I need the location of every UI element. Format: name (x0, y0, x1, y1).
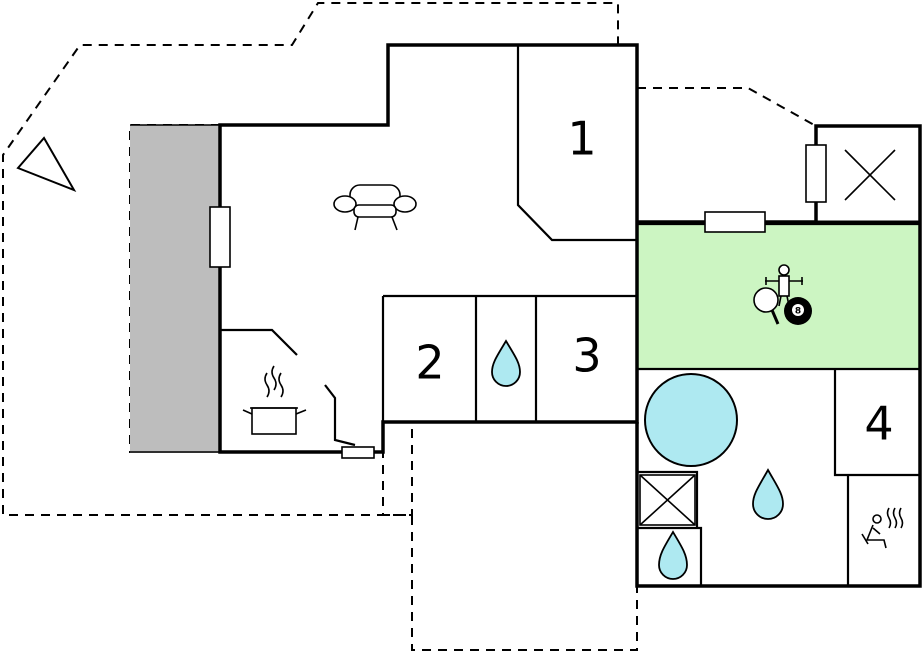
game-room-wall (637, 222, 920, 371)
covered-terrace (130, 125, 220, 453)
table-tennis-icon (753, 287, 780, 325)
table-football-icon (765, 264, 803, 307)
technical-room-wall (637, 470, 703, 586)
round-pool-icon (644, 373, 738, 467)
billiard-eight-ball-icon: 8 (784, 297, 812, 325)
crossed-box-icon-technical (639, 474, 696, 526)
sofa-icon (333, 184, 417, 231)
main-floor (220, 45, 920, 586)
kitchen-wall (220, 328, 356, 447)
window-kitchen (341, 446, 375, 459)
cooking-pot-icon (242, 365, 307, 435)
crossed-box-icon-north-east (844, 149, 896, 201)
room-label-4: 4 (864, 397, 893, 451)
sauna-icon (861, 507, 904, 549)
bedroom-1-wall (516, 45, 637, 242)
north-arrow-icon (16, 136, 77, 192)
billiard-ball-number: 8 (795, 307, 801, 317)
bedroom-row-wall (381, 294, 637, 422)
outer-wall-west-wing (218, 43, 639, 454)
water-drop-icon-bathroom-1 (491, 339, 521, 387)
bedroom-4-wall (833, 369, 920, 477)
water-drop-icon-pool-room (752, 468, 784, 520)
outdoor-area-west (1, 2, 619, 516)
window-north-east (805, 144, 827, 203)
outdoor-area-north-east (636, 87, 817, 223)
room-label-1: 1 (567, 112, 596, 166)
window-west (209, 206, 231, 268)
outdoor-area-south (382, 421, 638, 651)
room-label-3: 3 (572, 329, 601, 383)
water-drop-icon-bathroom-2 (658, 530, 688, 580)
room-label-2: 2 (415, 336, 444, 390)
window-game-room (704, 211, 766, 233)
